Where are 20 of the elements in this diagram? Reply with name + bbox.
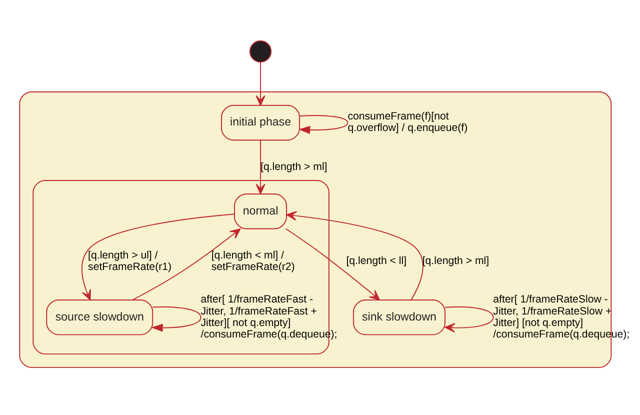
edge-label: [q.length > ml] bbox=[260, 160, 328, 172]
edge-label: [q.length > ml] bbox=[422, 254, 490, 267]
arrow bbox=[286, 210, 424, 300]
node-box: normal bbox=[234, 193, 287, 229]
edge-label: [q.length > ul] / setFrameRate(r1) bbox=[88, 248, 172, 272]
arrow bbox=[132, 228, 241, 300]
edge-label: [q.length < ml] / setFrameRate(r2) bbox=[211, 248, 295, 272]
arrow bbox=[256, 139, 266, 194]
arrow bbox=[298, 114, 348, 134]
arrow bbox=[151, 306, 202, 332]
node-box: sink slowdown bbox=[353, 299, 446, 335]
node-box: source slowdown bbox=[46, 299, 154, 335]
edge-label: consumeFrame(f)[not q.overflow] / q.enqueue(f) bbox=[348, 110, 468, 134]
arrow bbox=[256, 61, 266, 106]
arrow bbox=[81, 213, 235, 300]
arrow bbox=[285, 228, 380, 300]
arrow bbox=[444, 306, 494, 332]
node-box: initial phase bbox=[221, 104, 300, 140]
node-circle bbox=[249, 40, 272, 62]
edge-label: [q.length < ll] bbox=[346, 254, 407, 267]
